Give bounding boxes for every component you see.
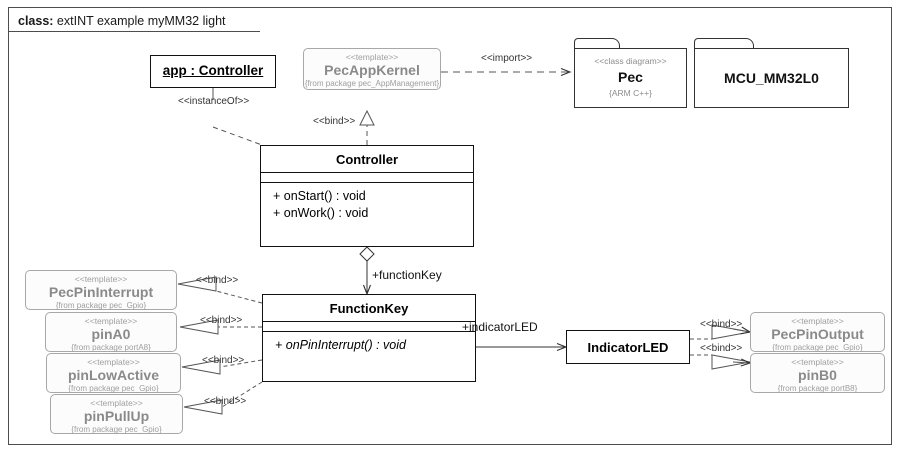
template-pin-a0[interactable]: <<template>> pinA0 {from package portA8} bbox=[45, 312, 177, 352]
label-instance-of: <<instanceOf>> bbox=[178, 96, 250, 107]
package-name: MCU_MM32L0 bbox=[724, 70, 819, 86]
package-note: {from package pec_Gpio} bbox=[68, 384, 159, 393]
template-name: PecPinOutput bbox=[771, 326, 864, 342]
operations-compartment: + onPinInterrupt() : void bbox=[263, 332, 475, 359]
package-name: Pec bbox=[618, 69, 643, 85]
package-pec[interactable]: <<class diagram>> Pec {ARM C++} bbox=[574, 38, 687, 108]
template-name: pinA0 bbox=[91, 326, 131, 342]
package-body: MCU_MM32L0 bbox=[694, 48, 849, 108]
label-bind-kernel: <<bind>> bbox=[313, 116, 356, 127]
package-note: {from package portA8} bbox=[71, 343, 151, 352]
stereotype-label: <<template>> bbox=[74, 274, 128, 284]
template-pec-pin-interrupt[interactable]: <<template>> PecPinInterrupt {from packa… bbox=[25, 270, 177, 310]
label-bind-pinb0: <<bind>> bbox=[700, 343, 743, 354]
template-pin-b0[interactable]: <<template>> pinB0 {from package portB8} bbox=[750, 353, 885, 393]
package-note: {from package pec_AppManagement} bbox=[304, 79, 440, 88]
compartment-separator bbox=[263, 331, 475, 332]
package-tab bbox=[574, 38, 620, 49]
label-bind-pinlowactive: <<bind>> bbox=[202, 355, 245, 366]
label-bind-pinpullup: <<bind>> bbox=[204, 396, 247, 407]
package-note: {from package pec_Gpio} bbox=[772, 343, 863, 352]
template-pin-pull-up[interactable]: <<template>> pinPullUp {from package pec… bbox=[50, 394, 183, 434]
class-indicatorled[interactable]: IndicatorLED bbox=[566, 330, 690, 364]
template-name: pinB0 bbox=[798, 367, 837, 383]
package-mcu-mm32l0[interactable]: MCU_MM32L0 bbox=[694, 38, 849, 108]
label-import: <<import>> bbox=[481, 53, 533, 64]
package-note: {from package pec_Gpio} bbox=[55, 301, 147, 310]
package-note: {from package portB8} bbox=[777, 384, 858, 393]
label-role-indicatorled: +indicatorLED bbox=[462, 320, 538, 334]
template-pec-app-kernel[interactable]: <<template>> PecAppKernel {from package … bbox=[303, 48, 441, 90]
attributes-compartment bbox=[261, 173, 473, 182]
label-bind-pecpininterrupt: <<bind>> bbox=[196, 275, 239, 286]
label-bind-pina0: <<bind>> bbox=[200, 315, 243, 326]
stereotype-label: <<template>> bbox=[791, 316, 844, 326]
package-tab bbox=[694, 38, 754, 49]
instance-app-controller[interactable]: app : Controller bbox=[150, 55, 276, 88]
stereotype-label: <<template>> bbox=[84, 316, 138, 326]
class-controller[interactable]: Controller + onStart() : void + onWork()… bbox=[260, 145, 474, 247]
package-note: {ARM C++} bbox=[609, 88, 652, 98]
operations-compartment: + onStart() : void + onWork() : void bbox=[261, 183, 473, 227]
class-name: IndicatorLED bbox=[587, 339, 669, 355]
operation-item: + onStart() : void bbox=[273, 189, 366, 203]
stereotype-label: <<template>> bbox=[791, 357, 844, 367]
package-body: <<class diagram>> Pec {ARM C++} bbox=[574, 48, 687, 108]
frame-title: extINT example myMM32 light bbox=[53, 14, 226, 28]
stereotype-label: <<template>> bbox=[87, 357, 140, 367]
template-pec-pin-output[interactable]: <<template>> PecPinOutput {from package … bbox=[750, 312, 885, 352]
label-bind-pecpinoutput: <<bind>> bbox=[700, 319, 743, 330]
template-name: pinPullUp bbox=[83, 408, 150, 424]
instance-name: app : Controller bbox=[162, 63, 264, 78]
stereotype-label: <<template>> bbox=[90, 398, 143, 408]
compartment-separator bbox=[261, 182, 473, 183]
template-pin-low-active[interactable]: <<template>> pinLowActive {from package … bbox=[46, 353, 181, 393]
package-stereotype: <<class diagram>> bbox=[594, 56, 667, 66]
template-name: pinLowActive bbox=[67, 367, 159, 383]
operation-item: + onWork() : void bbox=[273, 206, 369, 220]
template-name: PecPinInterrupt bbox=[48, 284, 154, 300]
template-name: PecAppKernel bbox=[324, 62, 420, 78]
compartment-separator bbox=[261, 172, 473, 173]
class-functionkey[interactable]: FunctionKey + onPinInterrupt() : void bbox=[262, 294, 476, 382]
class-name: FunctionKey bbox=[329, 301, 409, 316]
frame-keyword: class: bbox=[18, 14, 54, 28]
class-name: Controller bbox=[335, 152, 399, 167]
diagram-frame-label: class: extINT example myMM32 light bbox=[8, 7, 260, 32]
operation-item: + onPinInterrupt() : void bbox=[275, 338, 406, 352]
compartment-separator bbox=[263, 321, 475, 322]
stereotype-label: <<template>> bbox=[345, 52, 399, 62]
label-role-functionkey: +functionKey bbox=[372, 268, 442, 282]
package-note: {from package pec_Gpio} bbox=[71, 425, 162, 434]
attributes-compartment bbox=[263, 322, 475, 331]
